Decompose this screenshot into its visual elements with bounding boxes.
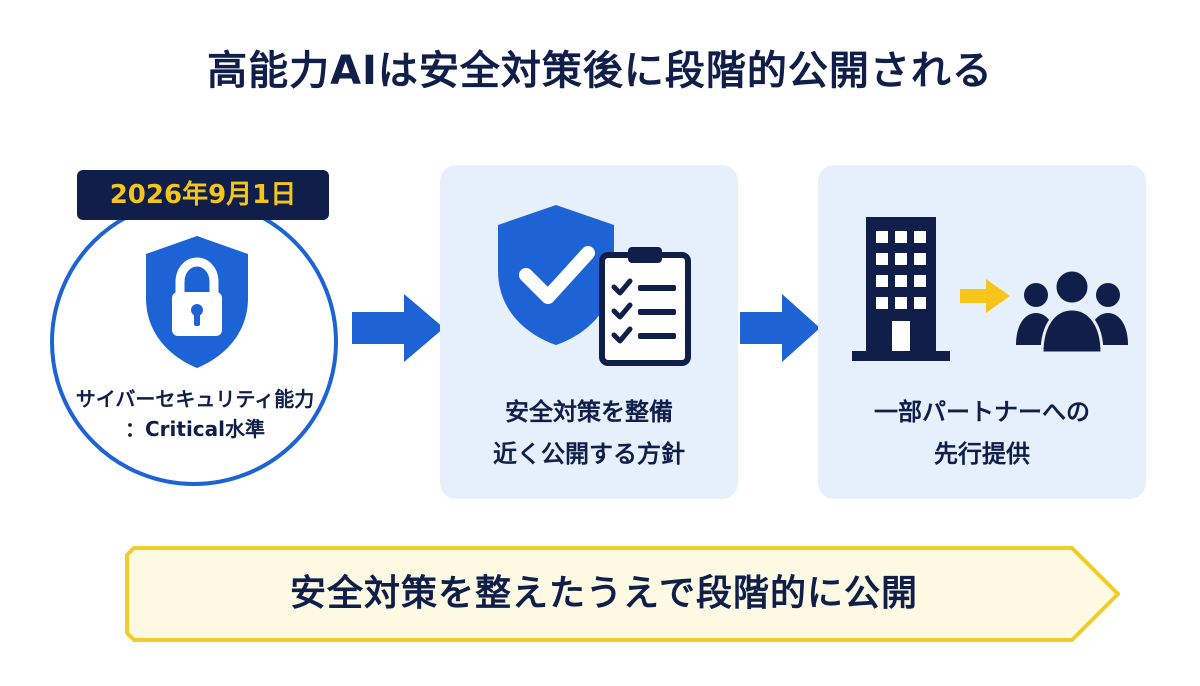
step-3-line-1: 一部パートナーへの <box>874 398 1090 426</box>
step-3-label: 一部パートナーへの 先行提供 <box>818 391 1146 475</box>
step-3-line-2: 先行提供 <box>934 440 1030 468</box>
arrow-right-icon <box>960 279 1010 313</box>
clipboard-checklist-icon <box>599 247 691 366</box>
step-2-panel: 安全対策を整備 近く公開する方針 <box>440 165 738 499</box>
summary-banner <box>125 546 1120 642</box>
shield-check-icon <box>498 205 614 345</box>
summary-banner-text: 安全対策を整えたうえで段階的に公開 <box>290 573 918 614</box>
shield-lock-icon <box>146 236 248 368</box>
step-1-line-1: サイバーセキュリティ能力 <box>75 387 315 411</box>
arrow-right-icon <box>740 294 820 362</box>
page-title: 高能力AIは安全対策後に段階的公開される <box>207 48 993 94</box>
people-group-icon <box>1016 268 1128 355</box>
step-2-line-2: 近く公開する方針 <box>493 440 685 468</box>
arrow-right-icon <box>352 294 444 362</box>
building-icon <box>852 217 950 361</box>
date-badge: 2026年9月1日 <box>77 170 329 220</box>
step-2-line-1: 安全対策を整備 <box>505 398 673 426</box>
step-1-label: サイバーセキュリティ能力 ：Critical水準 <box>50 384 340 444</box>
step-1-line-2: ：Critical水準 <box>124 417 266 441</box>
step-3-panel: 一部パートナーへの 先行提供 <box>818 165 1146 499</box>
step-2-label: 安全対策を整備 近く公開する方針 <box>440 391 738 475</box>
